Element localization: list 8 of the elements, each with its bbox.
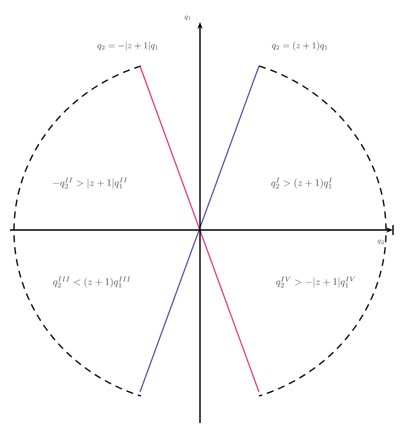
region-inequality: $q_2^{III} < (z+1)q_1^{III}$	[53, 276, 130, 288]
axis-label: $q_2$	[378, 240, 384, 244]
region-inequality: $q_2^{IV} > -|z+1|q_1^{IV}$	[276, 276, 356, 288]
line-equation: $q_2 = -|z+1|q_1$	[98, 42, 158, 50]
line-equation: $q_2 = (z+1)q_1$	[272, 42, 328, 50]
region-inequality: $q_2^{I} > (z+1)q_1^{I}$	[271, 178, 332, 188]
region-inequality: $-q_2^{II} > |z+1|q_1^{II}$	[52, 178, 127, 188]
axis-label: $q_1$	[184, 16, 191, 20]
